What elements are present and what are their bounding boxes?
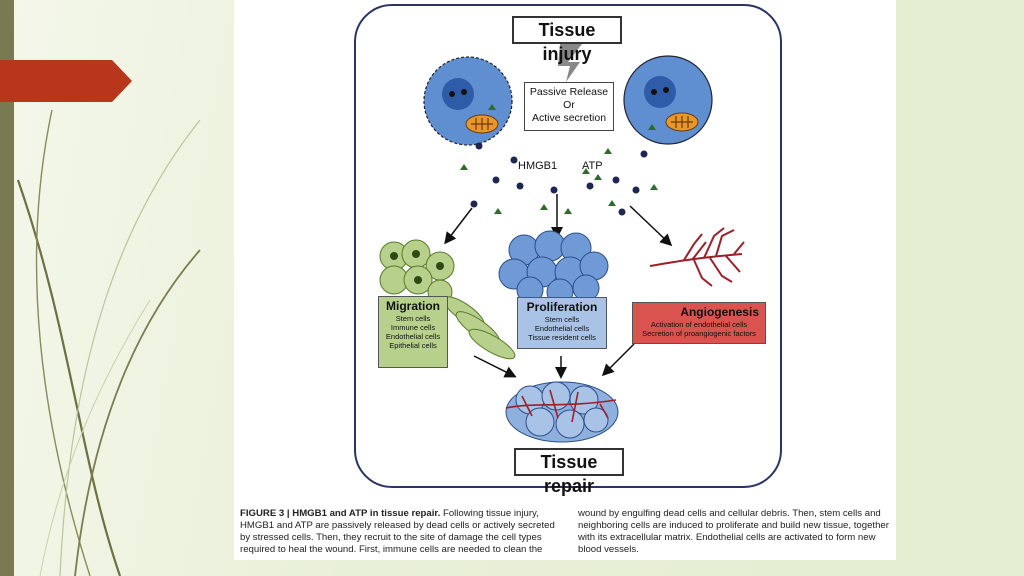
migration-item: Stem cells (395, 314, 431, 323)
migration-title: Migration (386, 299, 440, 313)
angiogenesis-item: Secretion of proangiogenic factors (642, 329, 756, 338)
tissue-injury-title: Tissue injury (512, 16, 622, 64)
repaired-tissue-icon (505, 381, 619, 443)
proliferation-box: Proliferation Stem cells Endothelial cel… (517, 297, 607, 349)
proliferation-item: Tissue resident cells (528, 333, 596, 342)
atp-label: ATP (582, 160, 603, 172)
tissue-repair-title: Tissue repair (514, 448, 624, 496)
slide-left-bar (0, 0, 14, 576)
proliferation-item: Endothelial cells (534, 324, 590, 333)
caption-heading: FIGURE 3 | HMGB1 and ATP in tissue repai… (240, 508, 441, 519)
slide-accent-tab (0, 60, 132, 102)
migration-item: Endothelial cells (385, 332, 441, 341)
atp-molecules (460, 104, 658, 214)
release-line-1: Passive Release (529, 86, 609, 98)
hmgb1-label: HMGB1 (518, 160, 558, 172)
blood-vessels-icon (649, 227, 745, 287)
proliferation-item: Stem cells (544, 315, 580, 324)
caption-left-text: Following tissue injury, HMGB1 and ATP a… (240, 508, 555, 555)
lightning-icon (558, 44, 582, 82)
proliferation-title: Proliferation (526, 300, 598, 314)
migration-box: Migration Stem cells Immune cells Endoth… (378, 296, 448, 368)
proliferating-cells-icon (498, 230, 609, 306)
stressed-cell-icon (623, 55, 713, 145)
release-line-2: Or (563, 99, 575, 111)
angiogenesis-item: Activation of endothelial cells (650, 320, 748, 329)
angiogenesis-box: Angiogenesis Activation of endothelial c… (632, 302, 766, 344)
figure-caption-right: wound by engulfing dead cells and cellul… (578, 508, 890, 556)
caption-right-text: wound by engulfing dead cells and cellul… (578, 508, 889, 555)
dead-cell-icon (423, 56, 513, 146)
migration-item: Epithelial cells (389, 341, 437, 350)
release-line-3: Active secretion (531, 112, 607, 124)
figure-caption-left: FIGURE 3 | HMGB1 and ATP in tissue repai… (240, 508, 566, 556)
migration-item: Immune cells (390, 323, 436, 332)
release-mode-box: Passive Release Or Active secretion (524, 82, 614, 131)
angiogenesis-title: Angiogenesis (680, 305, 759, 319)
slide-decorative-lines (16, 109, 201, 576)
diagram-graphics (379, 44, 745, 443)
